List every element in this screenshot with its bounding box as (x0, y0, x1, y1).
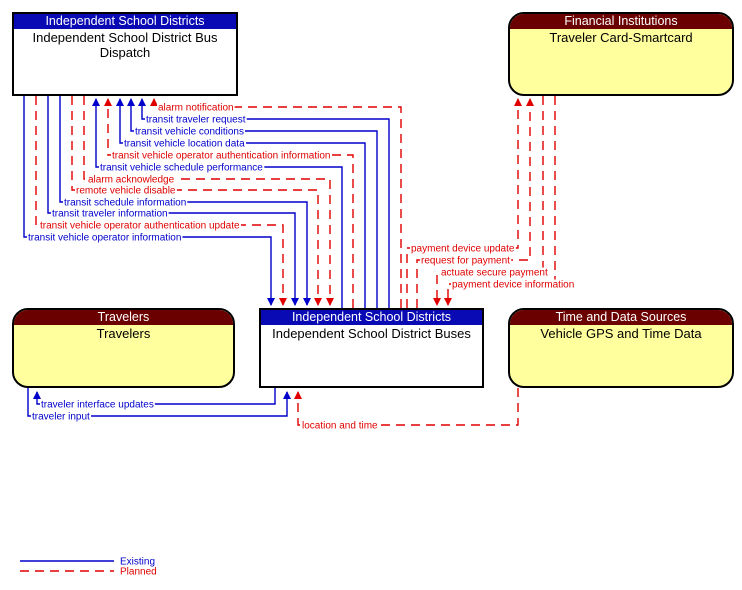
flow-line-alarm-acknowledge (83, 96, 334, 306)
flow-label-mask-actuate-secure-payment (440, 267, 549, 279)
flow-label-transit-vehicle-operator-authentication-update: transit vehicle operator authentication … (40, 221, 240, 232)
flow-label-transit-traveler-request: transit traveler request (146, 115, 246, 126)
flow-label-transit-schedule-information: transit schedule information (64, 198, 186, 209)
flow-label-transit-traveler-information: transit traveler information (52, 209, 168, 220)
flow-label-transit-vehicle-location-data: transit vehicle location data (124, 139, 245, 150)
flow-label-mask-location-and-time (301, 420, 380, 432)
flow-label-alarm-acknowledge: alarm acknowledge (88, 175, 175, 186)
node-traveler-card[interactable]: Financial Institutions Traveler Card-Sma… (508, 12, 734, 96)
flow-label-mask-transit-traveler-information (51, 208, 169, 220)
node-school-buses-header: Independent School Districts (261, 310, 482, 325)
flow-label-mask-transit-vehicle-conditions (134, 126, 245, 138)
node-traveler-card-header: Financial Institutions (510, 14, 732, 29)
flow-label-mask-payment-device-update (410, 243, 516, 255)
flow-label-transit-vehicle-conditions: transit vehicle conditions (135, 127, 244, 138)
flow-label-mask-payment-device-information (451, 279, 576, 291)
node-time-data-sources[interactable]: Time and Data Sources Vehicle GPS and Ti… (508, 308, 734, 388)
node-school-buses[interactable]: Independent School Districts Independent… (259, 308, 484, 388)
flow-label-traveler-input: traveler input (32, 412, 90, 423)
flow-label-mask-transit-schedule-information (63, 197, 188, 209)
flow-label-mask-request-for-payment (420, 255, 512, 267)
node-travelers[interactable]: Travelers Travelers (12, 308, 235, 388)
flow-label-mask-alarm-acknowledge (87, 174, 176, 186)
flow-label-mask-transit-vehicle-location-data (123, 138, 247, 150)
flow-label-alarm-notification: alarm notification (158, 103, 234, 114)
flow-label-mask-transit-vehicle-schedule-performance (99, 162, 265, 174)
flow-line-transit-traveler-request (138, 98, 390, 308)
flow-label-mask-transit-vehicle-operator-information (27, 232, 183, 244)
node-travelers-body: Travelers (96, 326, 151, 341)
node-traveler-card-body: Traveler Card-Smartcard (549, 30, 693, 45)
flow-label-mask-alarm-notification (157, 102, 235, 114)
node-time-data-sources-body: Vehicle GPS and Time Data (540, 326, 702, 341)
flow-label-location-and-time: location and time (302, 421, 378, 432)
flow-line-location-and-time (294, 388, 519, 426)
flow-line-traveler-interface-updates (33, 388, 276, 405)
flow-label-mask-transit-traveler-request (145, 114, 247, 126)
legend: Existing Planned (20, 557, 157, 578)
flow-line-remote-vehicle-disable (71, 96, 322, 306)
node-bus-dispatch-body: Independent School District Bus Dispatch (32, 30, 218, 60)
flow-line-alarm-notification (150, 98, 402, 308)
flow-line-payment-device-update (406, 98, 522, 308)
flow-label-mask-transit-vehicle-operator-authentication-update (39, 220, 242, 232)
flow-line-traveler-input (27, 388, 291, 417)
flow-label-mask-traveler-input (31, 411, 92, 423)
legend-planned-label: Planned (120, 567, 157, 578)
flow-label-actuate-secure-payment: actuate secure payment (441, 268, 548, 279)
flow-label-transit-vehicle-operator-information: transit vehicle operator information (28, 233, 181, 244)
flow-label-mask-remote-vehicle-disable (75, 185, 177, 197)
flow-label-transit-vehicle-operator-authentication-information: transit vehicle operator authentication … (112, 151, 330, 162)
flow-label-payment-device-information: payment device information (452, 280, 574, 291)
flow-label-mask-traveler-interface-updates (40, 399, 155, 411)
flow-line-request-for-payment (416, 98, 534, 308)
node-bus-dispatch[interactable]: Independent School Districts Independent… (12, 12, 238, 96)
flow-label-request-for-payment: request for payment (421, 256, 510, 267)
flow-line-transit-vehicle-operator-authentication-update (35, 96, 287, 306)
flow-label-payment-device-update: payment device update (411, 244, 515, 255)
legend-existing-label: Existing (120, 557, 155, 568)
flow-label-remote-vehicle-disable: remote vehicle disable (76, 186, 176, 197)
flow-label-transit-vehicle-schedule-performance: transit vehicle schedule performance (100, 163, 263, 174)
flow-line-transit-traveler-information (47, 96, 299, 306)
flow-label-traveler-interface-updates: traveler interface updates (41, 400, 154, 411)
node-bus-dispatch-header: Independent School Districts (14, 14, 236, 29)
node-school-buses-body: Independent School District Buses (272, 326, 471, 341)
node-time-data-sources-header: Time and Data Sources (510, 310, 732, 325)
flow-label-mask-transit-vehicle-operator-authentication-information (111, 150, 332, 162)
node-travelers-header: Travelers (14, 310, 233, 325)
flow-line-transit-vehicle-conditions (127, 98, 378, 308)
